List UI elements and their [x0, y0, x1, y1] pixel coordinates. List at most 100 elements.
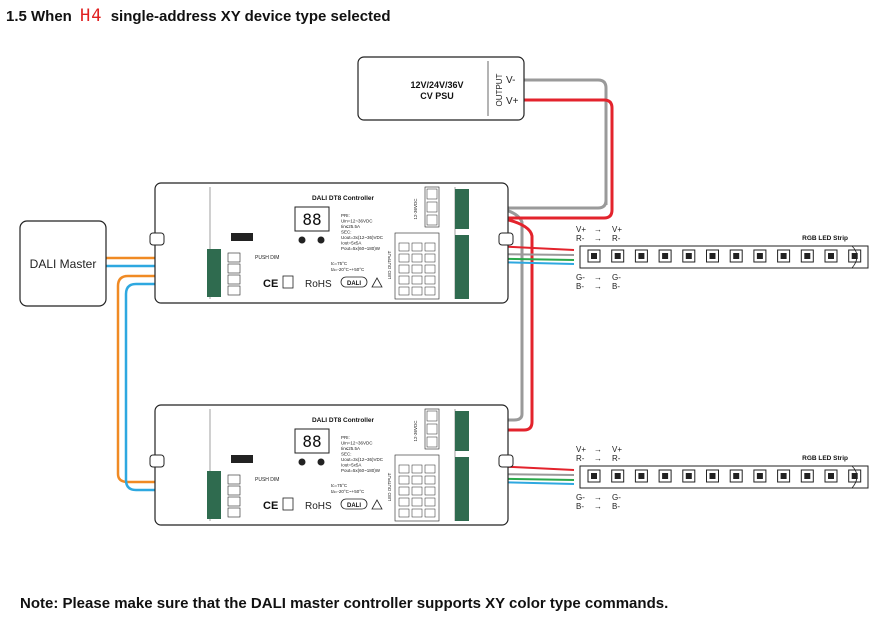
dali-terminal-slot — [227, 474, 241, 485]
warning-triangle-icon — [371, 499, 383, 510]
mount-tab-left — [149, 232, 165, 246]
mount-tab-right — [498, 454, 514, 468]
power-terminal-block — [455, 189, 469, 229]
led-output-slot — [424, 497, 436, 507]
led-chip-core — [638, 473, 645, 479]
arrow-icon: → — [594, 282, 602, 291]
spec-line: Uout=3x(12~36)VDC — [341, 457, 384, 462]
led-output-slot — [424, 486, 436, 496]
spec-line: PRI: — [341, 213, 350, 218]
led-output-slot — [411, 475, 423, 485]
led-output-slot — [424, 464, 436, 474]
power-terminal-slot — [426, 201, 438, 213]
controller-name: DALI DT8 Controller — [312, 417, 375, 424]
led-output-slot — [424, 286, 436, 296]
mode-code-display: H4 — [80, 6, 103, 26]
push-dim-label: PUSH DIM — [255, 477, 279, 483]
led-chip-core — [851, 253, 858, 259]
led-chip-core — [614, 473, 621, 479]
power-terminal-slot — [426, 423, 438, 435]
controller-name: DALI DT8 Controller — [312, 195, 375, 202]
wire-psu-vplus — [458, 98, 614, 220]
button-left-icon — [298, 458, 306, 466]
button-left-icon — [298, 236, 306, 244]
title-prefix: 1.5 When — [6, 8, 72, 25]
led-output-slot — [398, 475, 410, 485]
map-to: G- — [612, 273, 621, 282]
map-from: R- — [576, 454, 585, 463]
led-output-slot — [398, 497, 410, 507]
power-terminal-slot — [426, 436, 438, 448]
spec-line: SEC: — [341, 230, 352, 235]
led-output-slot — [398, 264, 410, 274]
led-chip-core — [851, 473, 858, 479]
led-output-label: LED OUTPUT — [387, 473, 392, 502]
map-to: G- — [612, 493, 621, 502]
title-suffix: single-address XY device type selected — [110, 8, 391, 25]
spec-line: Iout=5x5A — [341, 241, 361, 246]
led-chip-core — [804, 473, 811, 479]
dali-terminal-slot — [227, 507, 241, 518]
weee-bin-icon — [282, 497, 294, 511]
led-output-slot — [411, 275, 423, 285]
led-output-slot — [424, 242, 436, 252]
map-to: B- — [612, 502, 620, 511]
spec-line: Pout=5x(60~180)W — [341, 468, 381, 473]
strip-end-curve — [851, 465, 858, 489]
mount-tab-right — [498, 232, 514, 246]
power-terminal-block — [455, 411, 469, 451]
led-chip-core — [733, 473, 740, 479]
led-chip-core — [591, 253, 597, 259]
segment-display: 88 — [302, 210, 321, 229]
led-output-slot — [398, 275, 410, 285]
temp-line: tc=75°C — [331, 483, 348, 488]
dali-terminal-block — [207, 249, 221, 297]
mount-tab-left — [149, 454, 165, 468]
warning-triangle-icon — [371, 277, 383, 288]
led-output-label: LED OUTPUT — [387, 251, 392, 280]
dali-master-label: DALI Master — [30, 257, 97, 271]
led-output-block — [455, 235, 469, 299]
led-chip-core — [780, 473, 787, 479]
psu-vplus: V+ — [506, 96, 519, 107]
dali-terminal-slot — [227, 252, 241, 263]
led-output-slot — [411, 253, 423, 263]
dali-master: DALI Master — [19, 220, 107, 307]
strip-label: RGB LED Strip — [802, 235, 848, 242]
led-output-slot — [411, 264, 423, 274]
arrow-icon: → — [594, 273, 602, 282]
wire-psu-vminus — [488, 78, 608, 210]
map-from: R- — [576, 234, 585, 243]
dali-terminal-slot — [227, 485, 241, 496]
strip-end-curve — [851, 245, 858, 269]
led-output-slot — [398, 464, 410, 474]
arrow-icon: → — [594, 234, 602, 243]
led-output-slot — [424, 253, 436, 263]
psu-vminus: V- — [506, 75, 515, 86]
led-chip-core — [614, 253, 621, 259]
led-chip-core — [591, 473, 597, 479]
dali-logo: DALI — [347, 281, 361, 287]
led-output-slot — [411, 464, 423, 474]
led-chip-core — [638, 253, 645, 259]
weee-bin-icon — [282, 275, 294, 289]
psu-label-2: CV PSU — [420, 91, 454, 101]
led-chip-core — [804, 253, 811, 259]
power-input-label: 12-36VDC — [413, 198, 418, 220]
spec-line: Iin≤25.5A — [341, 446, 360, 451]
strip-body — [579, 245, 869, 269]
arrow-icon: → — [594, 445, 602, 454]
segment-display-frame — [294, 428, 330, 454]
dali-terminal-slot — [227, 263, 241, 274]
strip-body — [579, 465, 869, 489]
arrow-icon: → — [594, 493, 602, 502]
map-from: V+ — [576, 445, 586, 454]
push-dim-label: PUSH DIM — [255, 255, 279, 261]
page-title: 1.5 When H4 single-address XY device typ… — [6, 6, 391, 26]
map-to: R- — [612, 454, 621, 463]
dali-logo: DALI — [347, 503, 361, 509]
led-chip-core — [709, 253, 716, 259]
